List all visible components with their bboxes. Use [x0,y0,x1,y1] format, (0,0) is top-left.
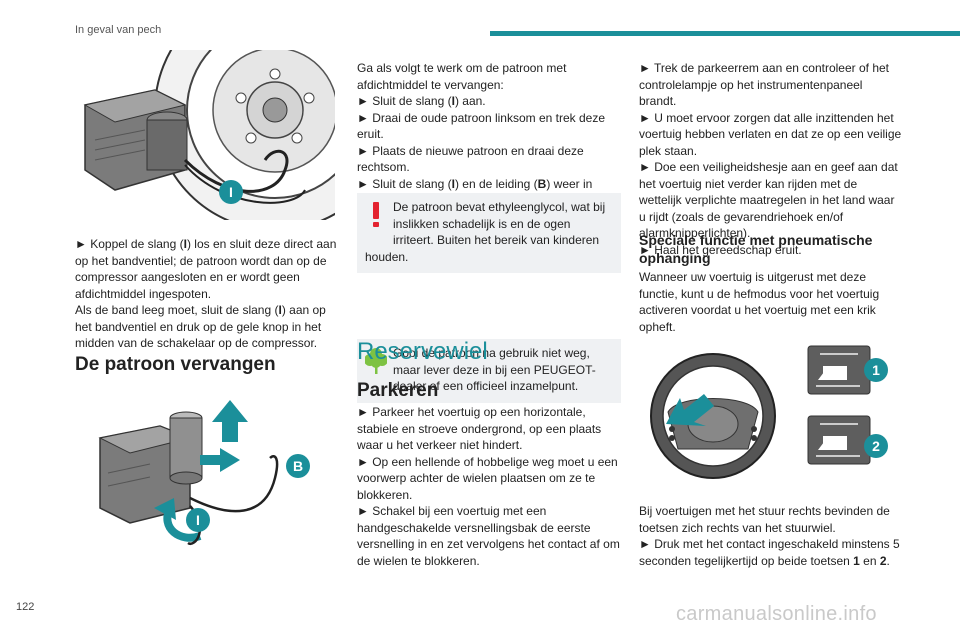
paragraph-intro: Ga als volgt te werk om de patroon met a… [357,61,567,92]
warning-box: De patroon bevat ethyleenglycol, wat bij… [357,193,621,273]
list-item: ► Schakel bij een voertuig met een handg… [357,504,620,568]
heading-replace-cartridge: De patroon vervangen [75,354,276,375]
header-section-title: In geval van pech [75,24,162,36]
list-item: ► Trek de parkeerrem aan en controleer o… [639,61,890,108]
figure-label-i: I [196,512,200,528]
column-1-text: ► Koppel de slang (I) los en sluit deze … [75,236,337,352]
figure-label-i: I [229,184,233,200]
column-2-parking: ► Parkeer het voertuig op een horizontal… [357,404,621,569]
figure-label-1: 1 [872,362,880,378]
list-item: ► Plaats de nieuwe patroon en draai deze… [357,143,584,175]
list-item: ► Op een hellende of hobbelige weg moet … [357,454,618,502]
watermark: carmanualsonline.info [676,603,877,625]
leaf-environment-icon [364,345,388,379]
heading-pneumatic-suspension: Speciale functie met pneumatische ophang… [639,232,873,266]
subheading-parking: Parkeren [357,380,439,401]
page-number: 122 [16,601,35,613]
list-item: ► Druk met het contact ingeschakeld mins… [639,537,900,568]
exclamation-warning-icon [365,199,387,233]
figure-steering-wheel-buttons: 1 2 [648,334,898,489]
header-accent-bar [490,31,960,36]
figure-label-b: B [293,458,303,474]
warning-text: De patroon bevat ethyleenglycol, wat bij… [365,200,606,264]
figure-cartridge-replacement: B I [90,398,320,553]
figure-compressor-hose: I [75,50,335,220]
section-title-spare-wheel: Reservewiel [357,338,488,365]
paragraph-intro: Wanneer uw voertuig is uitgerust met dez… [639,270,880,334]
paragraph-connect-hose: ► Koppel de slang (I) los en sluit deze … [75,237,337,301]
list-item: ► Draai de oude patroon linksom en trek … [357,110,606,142]
eco-text: Gooi de patroon na gebruik niet weg, maa… [393,346,596,393]
column-3-safety: ► Trek de parkeerrem aan en controleer o… [639,60,903,258]
figure-label-2: 2 [872,438,880,454]
list-item: ► Sluit de slang (I) aan. [357,94,486,108]
paragraph-deflate-tyre: Als de band leeg moet, sluit de slang (I… [75,303,326,350]
eco-box: Gooi de patroon na gebruik niet weg, maa… [357,339,621,403]
list-item: ► Haal het gereedschap eruit. [639,242,802,257]
list-item: ► Doe een veiligheidshesje aan en geef a… [639,160,898,240]
list-item: ► U moet ervoor zorgen dat alle inzitten… [639,110,902,158]
paragraph-rhd: Bij voertuigen met het stuur rechts bevi… [639,504,890,535]
column-3-buttons: Bij voertuigen met het stuur rechts bevi… [639,503,903,569]
column-2-steps: Ga als volgt te werk om de patroon met a… [357,60,621,209]
column-3-intro: Wanneer uw voertuig is uitgerust met dez… [639,269,903,335]
list-item: ► Parkeer het voertuig op een horizontal… [357,405,602,452]
